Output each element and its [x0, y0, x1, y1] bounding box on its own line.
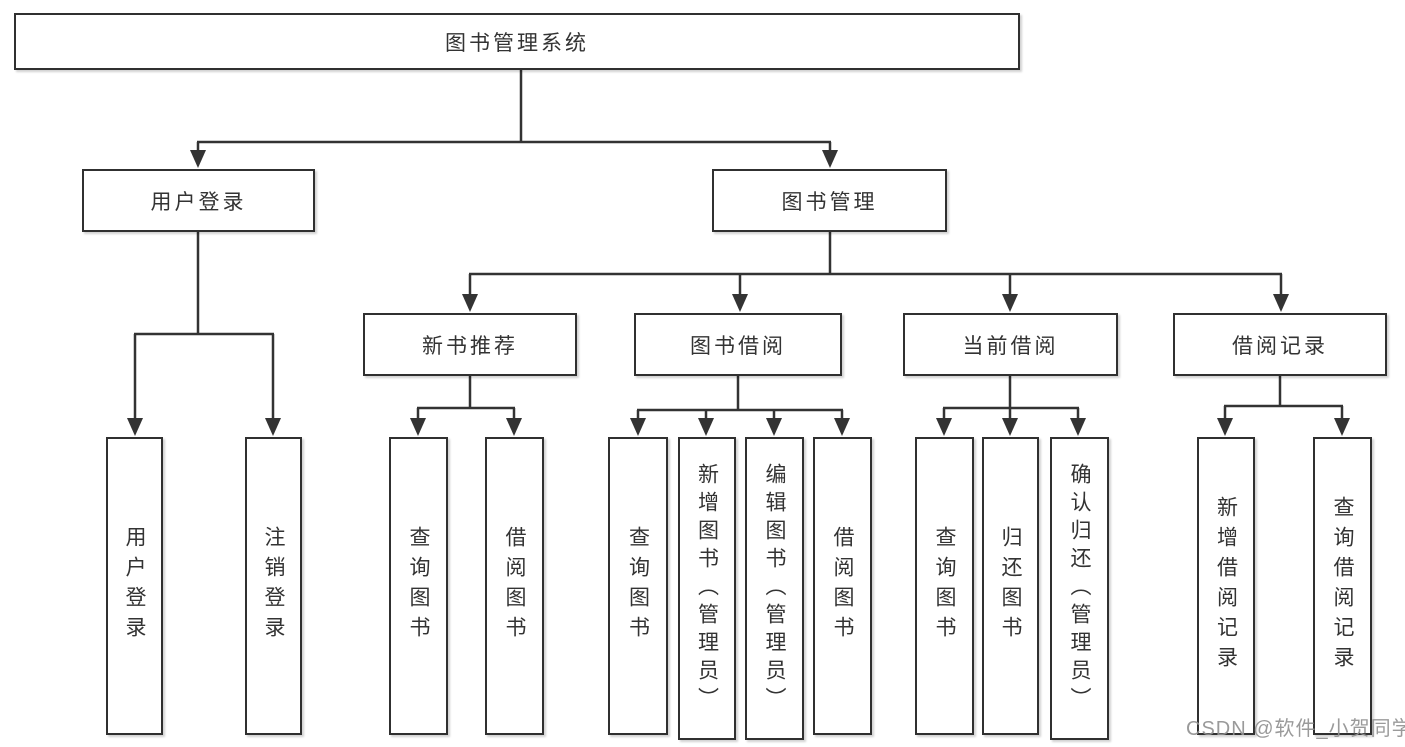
node-borrow-records-label: 借阅记录	[1232, 334, 1328, 358]
leaf-logout-label: 注销登录	[262, 526, 285, 646]
node-new-book-recommend-label: 新书推荐	[422, 334, 518, 358]
leaf-borrow-books-recommend: 借阅图书	[485, 437, 544, 735]
arrowheads	[127, 150, 1350, 436]
leaf-query-books-recommend-label: 查询图书	[407, 526, 430, 646]
connector-book-management	[469, 232, 1282, 276]
leaf-query-books-current: 查询图书	[915, 437, 974, 735]
node-borrow-records: 借阅记录	[1173, 313, 1387, 376]
leaf-query-books-current-label: 查询图书	[933, 526, 956, 646]
leaf-query-books-borrow-label: 查询图书	[626, 526, 650, 646]
connector-current-borrow	[943, 376, 1079, 410]
connector-book-borrow	[637, 376, 843, 412]
leaf-logout: 注销登录	[245, 437, 302, 735]
node-current-borrow-label: 当前借阅	[962, 334, 1059, 358]
node-book-borrow-label: 图书借阅	[690, 334, 786, 358]
node-book-management: 图书管理	[712, 169, 947, 232]
leaf-edit-books-admin: 编辑图书（管理员）	[745, 437, 804, 740]
node-current-borrow: 当前借阅	[903, 313, 1118, 376]
node-user-login-label: 用户登录	[150, 190, 247, 214]
connector-root	[197, 70, 831, 144]
connector-new-book-recommend	[417, 376, 515, 410]
node-user-login: 用户登录	[82, 169, 315, 232]
leaf-query-books-recommend: 查询图书	[389, 437, 448, 735]
leaf-return-books-label: 归还图书	[999, 526, 1022, 646]
leaf-return-books: 归还图书	[982, 437, 1039, 735]
leaf-add-borrow-record-label: 新增借阅记录	[1214, 496, 1238, 676]
leaf-query-borrow-record: 查询借阅记录	[1313, 437, 1372, 735]
leaf-borrow-books-label: 借阅图书	[831, 526, 854, 646]
connector-borrow-records	[1224, 376, 1343, 408]
leaf-confirm-return-admin: 确认归还（管理员）	[1050, 437, 1109, 740]
node-root-label: 图书管理系统	[445, 31, 589, 55]
leaf-add-books-admin: 新增图书（管理员）	[678, 437, 736, 740]
leaf-borrow-books-recommend-label: 借阅图书	[503, 526, 526, 646]
node-new-book-recommend: 新书推荐	[363, 313, 577, 376]
connector-user-login	[134, 232, 274, 336]
watermark: CSDN @软件_小贺同学	[1186, 718, 1405, 740]
leaf-user-login-label: 用户登录	[123, 526, 146, 646]
leaf-add-borrow-record: 新增借阅记录	[1197, 437, 1255, 735]
node-book-borrow: 图书借阅	[634, 313, 842, 376]
node-book-management-label: 图书管理	[781, 190, 878, 214]
leaf-add-books-admin-label: 新增图书（管理员）	[695, 462, 719, 715]
leaf-user-login: 用户登录	[106, 437, 163, 735]
leaf-query-books-borrow: 查询图书	[608, 437, 668, 735]
node-root: 图书管理系统	[14, 13, 1020, 70]
leaf-confirm-return-admin-label: 确认归还（管理员）	[1068, 462, 1091, 715]
leaf-edit-books-admin-label: 编辑图书（管理员）	[763, 462, 786, 715]
leaf-borrow-books: 借阅图书	[813, 437, 872, 735]
leaf-query-borrow-record-label: 查询借阅记录	[1331, 496, 1354, 676]
